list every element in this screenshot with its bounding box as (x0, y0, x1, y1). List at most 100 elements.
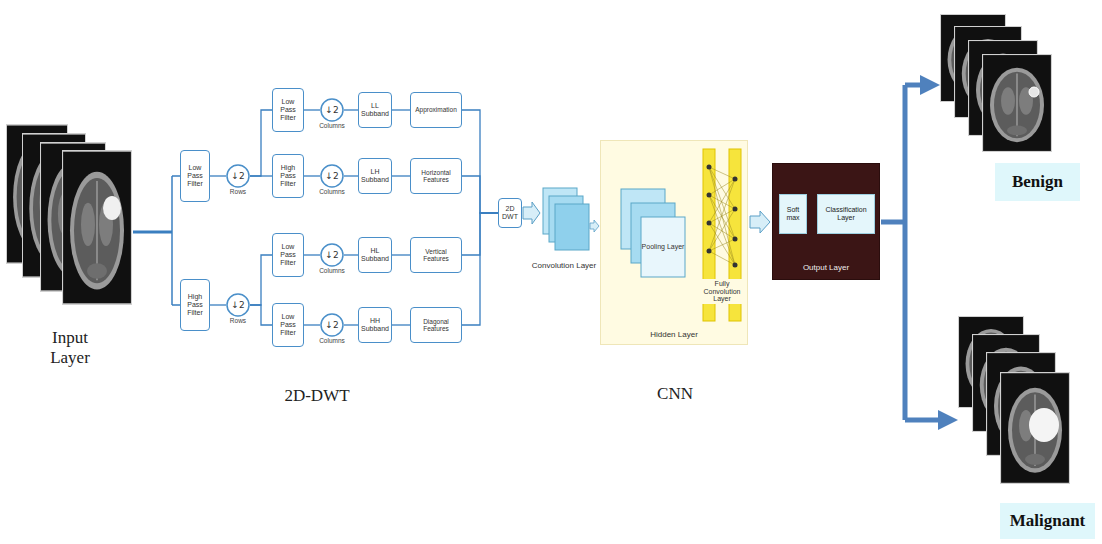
fully-connected-layer: Fully Convolution Layer (699, 149, 745, 321)
feature-box: Diagonal Features (410, 307, 462, 343)
neuron-dot (733, 177, 738, 182)
dense-link (709, 209, 735, 223)
filter-box: Low Pass Filter (272, 303, 304, 347)
filter-box: Low Pass Filter (272, 233, 304, 277)
circle-shape (321, 244, 343, 266)
feature-map (555, 204, 589, 250)
dense-link (709, 179, 735, 195)
downsample-circle: ↓2Columns (320, 313, 344, 337)
split-wire (171, 176, 173, 305)
dense-link (709, 223, 735, 239)
filter-box: LL Subband (358, 92, 392, 128)
connector (250, 305, 272, 325)
connector (462, 176, 498, 213)
mri-stack (6, 125, 131, 305)
feature-box: Horizontal Features (410, 158, 462, 194)
downsample-circle: ↓2Rows (226, 293, 250, 317)
lesion (1029, 408, 1059, 442)
class-label-box: Benign (995, 163, 1080, 201)
output-arrow (881, 85, 946, 420)
connector (304, 324, 320, 325)
neuron-dot (707, 221, 712, 226)
connector (344, 324, 358, 325)
layer-label: Input Layer (35, 328, 105, 367)
connector (210, 304, 226, 305)
filter-box: 2D DWT (498, 198, 522, 228)
node-text: Hidden Layer (601, 331, 747, 339)
node-text: HL Subband (360, 247, 390, 262)
connector (392, 254, 410, 255)
input-wire (133, 176, 180, 305)
node-text: High Pass Filter (274, 164, 302, 187)
node-text: Benign (1012, 173, 1063, 192)
layer-label: Convolution Layer (530, 261, 598, 270)
mri-stack (940, 14, 1051, 151)
split-wire (172, 176, 180, 305)
downsample-circle: ↓2Rows (226, 164, 250, 188)
dense-link (709, 209, 735, 251)
connector (392, 324, 410, 325)
flow-arrow (523, 202, 540, 224)
node-text: Low Pass Filter (274, 313, 302, 336)
lesion (1029, 87, 1039, 97)
mri-image (63, 151, 132, 304)
mri-stack (958, 316, 1069, 483)
output-arrow (881, 220, 905, 225)
circle-shape (321, 165, 343, 187)
circle-shape (321, 314, 343, 336)
connector (250, 255, 272, 305)
dense-link (709, 251, 735, 265)
neuron-dot (707, 249, 712, 254)
connector (304, 175, 320, 176)
dense-link (709, 167, 735, 265)
axis-label: Columns (319, 189, 345, 196)
neuron-dot (733, 263, 738, 268)
flow-arrow (750, 211, 770, 233)
filter-box: HL Subband (358, 237, 392, 273)
node-text: Output Layer (773, 264, 879, 272)
node-text: Diagonal Features (412, 318, 460, 332)
dense-link (709, 239, 735, 251)
node-text: Pooling Layer (641, 217, 685, 277)
node-text: Classification Layer (819, 206, 873, 221)
connector (462, 213, 498, 325)
connector (392, 175, 410, 176)
neuron-dot (733, 207, 738, 212)
output-block: Soft max (779, 194, 807, 234)
neuron-dot (707, 193, 712, 198)
dense-link (709, 179, 735, 251)
dense-link (709, 179, 735, 223)
connector (344, 109, 358, 110)
node-text: ↓2 (325, 321, 338, 330)
downsample-circle: ↓2Columns (320, 98, 344, 122)
layer-label: CNN (640, 384, 710, 404)
dense-link (709, 223, 735, 265)
connector (304, 254, 320, 255)
node-text: ↓2 (325, 251, 338, 260)
connector (210, 175, 226, 176)
pooling-maps (621, 189, 685, 281)
axis-label: Rows (230, 189, 246, 196)
input-arrow (133, 231, 172, 234)
dense-link (709, 195, 735, 239)
node-text: High Pass Filter (182, 293, 208, 316)
output-arrow (903, 85, 908, 420)
node-text: ↓2 (231, 172, 244, 181)
mri-image (983, 54, 1052, 151)
node-text: 2D DWT (500, 205, 520, 220)
connector (462, 110, 498, 213)
node-text: Fully Convolution Layer (699, 279, 745, 304)
axis-label: Columns (319, 123, 345, 130)
connector (344, 254, 358, 255)
hidden-layer-panel: Hidden Layer Pooling LayerFully Convoluti… (600, 140, 748, 345)
connector (250, 175, 272, 176)
axis-label: Columns (319, 268, 345, 275)
node-text: Approximation (412, 106, 460, 113)
filter-box: High Pass Filter (272, 154, 304, 198)
layer-label: 2D-DWT (262, 386, 372, 406)
feature-maps (543, 188, 589, 250)
node-text: Low Pass Filter (182, 164, 208, 187)
feature-box: Vertical Features (410, 237, 462, 273)
